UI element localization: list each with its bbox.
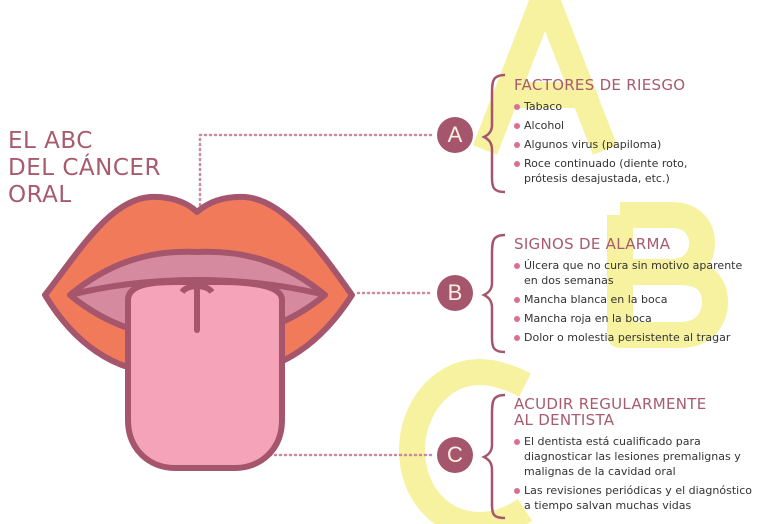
list-item: Mancha roja en la boca: [514, 311, 744, 326]
page-title: EL ABC DEL CÁNCER ORAL: [8, 128, 161, 209]
list-item: Mancha blanca en la boca: [514, 292, 744, 307]
list-item: Tabaco: [514, 99, 734, 114]
list-item: Algunos virus (papiloma): [514, 137, 734, 152]
list-item: El dentista está cualificado para diagno…: [514, 434, 754, 479]
marker-a: A: [437, 117, 473, 153]
marker-c: C: [437, 437, 473, 473]
list-item: Las revisiones periódicas y el diagnósti…: [514, 483, 754, 513]
braces: [481, 73, 506, 520]
bg-letter-c: [399, 359, 533, 524]
title-line: ORAL: [8, 182, 72, 208]
title-line: DEL CÁNCER: [8, 155, 161, 181]
list-item: Dolor o molestia persistente al tragar: [514, 330, 744, 345]
bg-letter-b: [607, 202, 728, 348]
section-visit-dentist: ACUDIR REGULARMENTE AL DENTISTA El denti…: [514, 396, 754, 517]
bg-letter-a: [472, 0, 618, 155]
tongue: [125, 279, 285, 471]
list-item: Úlcera que no cura sin motivo aparente e…: [514, 258, 744, 288]
section-heading: FACTORES DE RIESGO: [514, 76, 686, 94]
title-line: EL ABC: [8, 128, 93, 154]
list-item: Alcohol: [514, 118, 734, 133]
section-heading: SIGNOS DE ALARMA: [514, 235, 671, 253]
section-warning-signs: SIGNOS DE ALARMA Úlcera que no cura sin …: [514, 236, 744, 349]
marker-b: B: [437, 275, 473, 311]
section-heading: ACUDIR REGULARMENTE AL DENTISTA: [514, 395, 707, 429]
list-item: Roce continuado (diente roto, prótesis d…: [514, 156, 734, 186]
section-risk-factors: FACTORES DE RIESGO Tabaco Alcohol Alguno…: [514, 77, 734, 190]
